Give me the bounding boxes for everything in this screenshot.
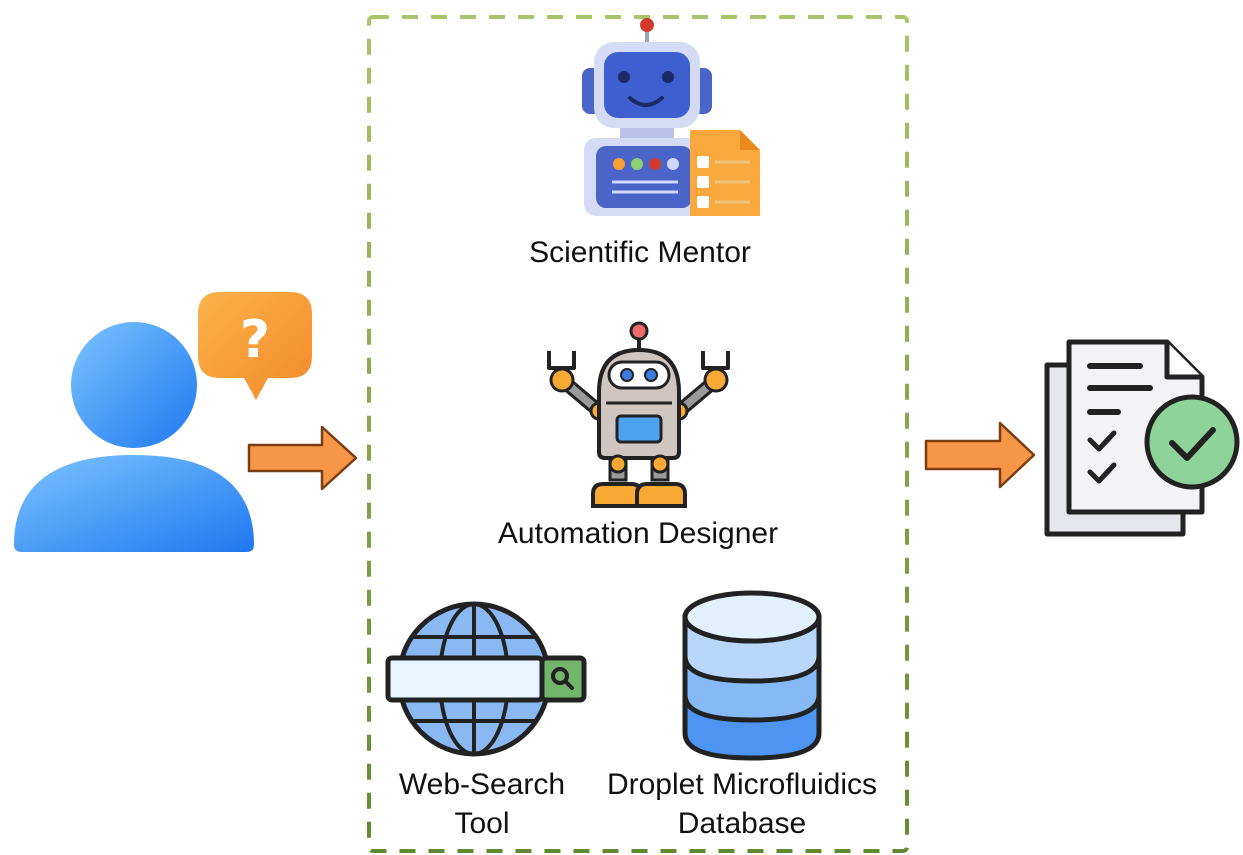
web-search-label-line2: Tool [454,807,510,840]
arrow-right-icon [924,421,1036,489]
robot-mentor-icon [582,18,760,216]
database-label-line1: Droplet Microfluidics [606,768,878,801]
checked-document-icon [1044,339,1240,537]
database-icon [682,590,822,761]
mentor-label: Scientific Mentor [529,236,751,269]
database-label-line2: Database [677,807,807,840]
designer-label: Automation Designer [497,517,779,550]
arrow-right-icon [247,425,358,491]
question-bubble-icon: ? [198,292,312,400]
web-search-label-line1: Web-Search [398,768,566,801]
globe-search-icon [385,601,587,757]
svg-text:?: ? [240,310,270,370]
user-icon [14,322,254,552]
robot-designer-icon [547,321,730,508]
agent-group-container [367,15,909,853]
